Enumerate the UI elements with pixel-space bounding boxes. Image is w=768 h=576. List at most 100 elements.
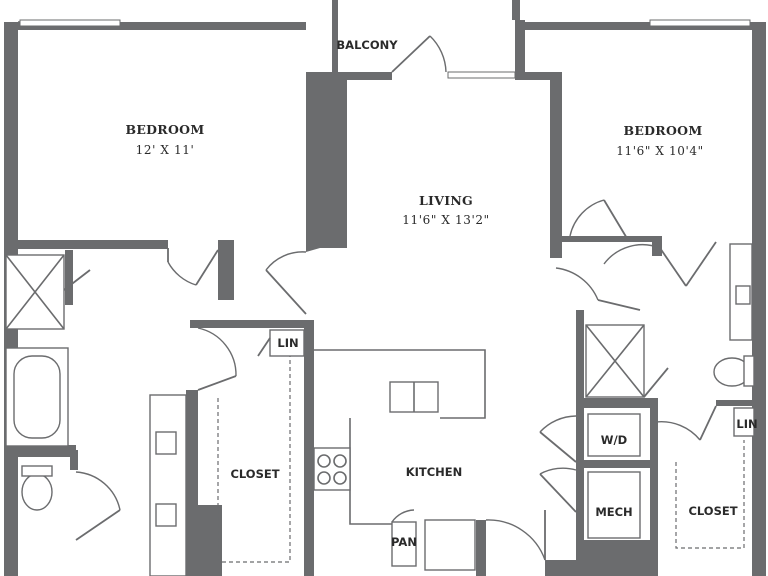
refrigerator: [424, 519, 476, 571]
door-shower-left: [63, 269, 91, 291]
bathtub-basin: [13, 355, 61, 439]
linen-left-box: [269, 329, 305, 357]
kitchen-counter-left: [349, 418, 392, 525]
door-shower-right: [643, 367, 669, 398]
door-bath-left-swing: [75, 471, 121, 511]
label-closet-right: CLOSET: [688, 504, 737, 518]
label-mech: MECH: [595, 505, 632, 519]
door-living-left-leaf: [265, 269, 307, 315]
washer-dryer-box: [587, 413, 641, 457]
door-bath-right-leaf: [659, 247, 687, 287]
toilet-left: [21, 473, 53, 511]
wall-bedroom-left-bottom: [18, 240, 168, 249]
wall-right-exterior: [752, 22, 766, 576]
label-linen-right: LIN: [736, 417, 757, 431]
wall-bath-left-divider: [18, 445, 76, 457]
sink-right: [735, 285, 751, 305]
door-living-left-swing: [265, 251, 307, 271]
door-closet-right-swing: [655, 421, 701, 441]
door-bedroom-left-leaf: [195, 249, 219, 286]
label-bedroom-left: BEDROOM: [125, 122, 204, 137]
label-pantry: PAN: [391, 535, 417, 549]
partitions: [5, 243, 755, 576]
stove: [313, 447, 351, 491]
door-balcony-leaf: [391, 35, 431, 73]
mech-box: [587, 471, 641, 539]
wall-bath-shower-left: [65, 250, 73, 305]
label-balcony: BALCONY: [336, 38, 398, 52]
door-bath-left-leaf: [75, 509, 121, 541]
wall-kitchen-left: [304, 320, 314, 576]
column-right: [550, 72, 562, 258]
sink-left-2: [155, 503, 177, 527]
wall-closet-right-left: [650, 398, 658, 576]
door-closet-left-leaf: [197, 375, 237, 391]
windows: [18, 19, 751, 79]
door-wd-swing: [539, 415, 577, 433]
door-balcony-swing: [429, 35, 447, 73]
door-entry-swing: [485, 519, 546, 561]
door-bath-right-leaf-2: [685, 241, 717, 287]
wall-wd-top: [576, 398, 656, 408]
wall-balcony-right-top: [512, 0, 520, 20]
wall-top-right: [525, 22, 765, 30]
wall-closet-right-top: [716, 400, 754, 406]
room-labels: BEDROOM 12' X 11' BEDROOM 11'6" X 10'4" …: [125, 38, 757, 549]
label-linen-left: LIN: [277, 336, 298, 350]
shower-right-x2: [585, 324, 645, 398]
door-mech-leaf: [539, 473, 577, 513]
walls: [4, 0, 766, 576]
label-living: LIVING: [419, 193, 473, 208]
wall-mech-bottom: [576, 540, 656, 576]
burner-1: [317, 454, 331, 468]
window-living-pane: [447, 71, 516, 79]
dims-living: 11'6" X 13'2": [402, 213, 489, 227]
door-bedroom-right-leaf: [603, 199, 629, 241]
label-washer-dryer: W/D: [601, 433, 627, 447]
door-bedroom-left-swing: [167, 261, 197, 286]
wall-closet-left-top: [190, 320, 312, 328]
door-living-right-swing: [555, 267, 599, 301]
kitchen-island-top: [314, 349, 486, 419]
door-bath-right-swing: [603, 243, 661, 265]
burner-2: [333, 454, 347, 468]
wall-bedroom-right-jamb: [652, 236, 662, 256]
wall-balcony-left: [332, 0, 338, 75]
closet-right-rod: [675, 440, 745, 549]
wall-mech-top: [576, 460, 656, 468]
door-pantry-swing: [391, 509, 415, 523]
toilet-right-tank: [743, 355, 755, 387]
pantry-box: [391, 521, 417, 567]
door-closet-right-leaf: [699, 405, 717, 441]
toilet-left-tank: [21, 465, 53, 477]
wall-balcony-right: [515, 20, 525, 75]
shower-left-x2: [5, 254, 65, 330]
wall-balcony-bottom-right: [515, 72, 555, 80]
label-bedroom-right: BEDROOM: [623, 123, 702, 138]
door-linen-left: [257, 337, 271, 357]
dims-bedroom-right: 11'6" X 10'4": [616, 144, 703, 158]
column-left: [306, 72, 347, 252]
closet-left-rod: [217, 356, 291, 563]
burner-3: [317, 471, 331, 485]
wall-bath-left-divider-2: [70, 450, 78, 470]
wall-balcony-bottom-left: [332, 72, 392, 80]
label-closet-left: CLOSET: [230, 467, 279, 481]
window-bedroom-left-pane: [19, 19, 121, 27]
door-wd-leaf: [539, 431, 577, 463]
vanity-left: [149, 394, 187, 576]
window-bedroom-right-pane: [649, 19, 751, 27]
wall-balcony-corner: [332, 0, 338, 8]
wall-entry-right: [545, 560, 580, 576]
burner-4: [333, 471, 347, 485]
wall-bedroom-right-bottom: [560, 236, 660, 242]
doors: [63, 35, 717, 561]
label-kitchen: KITCHEN: [406, 465, 463, 479]
dims-bedroom-left: 12' X 11': [136, 143, 195, 157]
wall-closet-left-side: [186, 390, 198, 576]
door-mech-swing: [539, 467, 577, 475]
wall-bedroom-left-door-jamb: [218, 240, 234, 300]
wall-bath-right-left: [576, 310, 584, 576]
